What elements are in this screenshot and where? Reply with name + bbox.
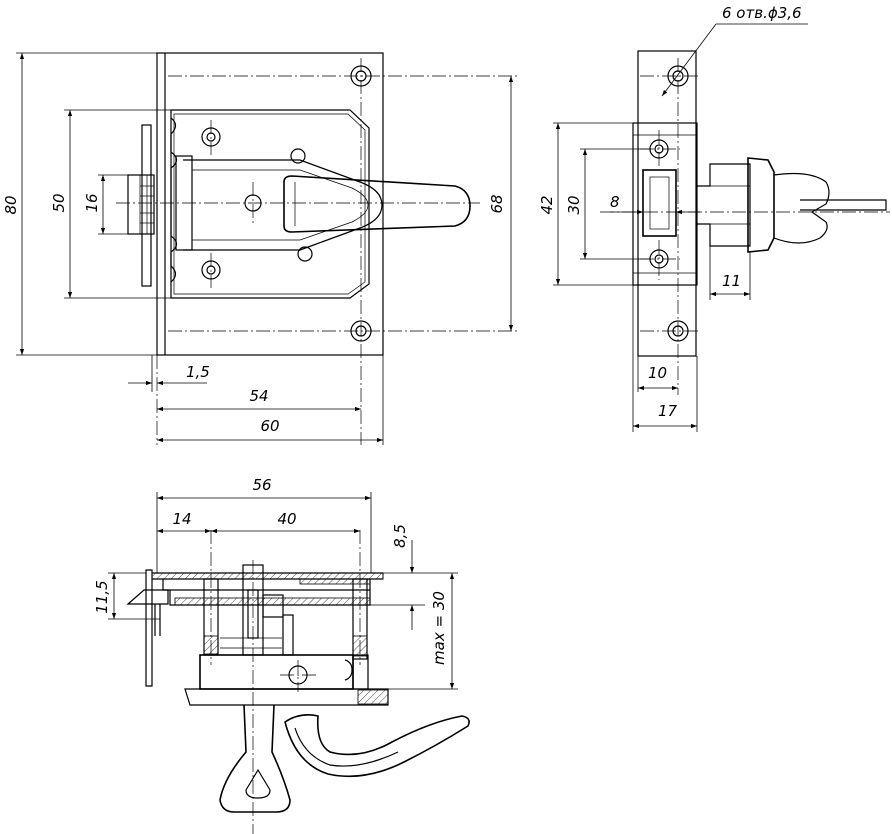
front-view: 80 50 16 68 1,5 54 60 (2, 52, 520, 445)
dim-side-holes-note: 6 отв.ϕ3,6 (722, 4, 802, 22)
dim-plan-mid: 40 (277, 510, 296, 528)
plan-view: 56 14 40 11,5 8,5 max = 30 (93, 476, 470, 834)
front-screw-holes (201, 65, 372, 342)
dim-side-height: 42 (538, 195, 556, 214)
dim-front-plate-thickness: 1,5 (186, 363, 210, 381)
dim-side-hole-pos: 10 (648, 364, 667, 382)
dim-side-width: 17 (658, 402, 678, 420)
side-slot (642, 169, 677, 237)
side-plate (632, 122, 698, 286)
side-view: 6 отв.ϕ3,6 42 30 8 11 10 17 (538, 4, 890, 432)
plan-curved-handle (284, 714, 470, 778)
dim-plan-left: 14 (172, 510, 191, 528)
dim-front-holes-width: 54 (249, 387, 268, 405)
front-lever (283, 175, 471, 233)
dim-front-height: 80 (2, 195, 20, 214)
front-inner-plate (170, 109, 370, 299)
side-strip (637, 50, 697, 357)
dim-side-slot: 8 (610, 193, 620, 211)
dim-front-holes-span: 68 (488, 194, 506, 213)
plan-key (219, 704, 291, 813)
dim-front-hub: 16 (83, 193, 101, 212)
dim-front-inner-height: 50 (50, 193, 68, 212)
dim-side-inner: 30 (565, 195, 583, 214)
dim-side-offset: 11 (722, 272, 741, 290)
dim-plan-max: max = 30 (430, 591, 448, 665)
dim-plan-width: 56 (252, 476, 271, 494)
dim-plan-thickness: 11,5 (93, 580, 111, 613)
dim-plan-depth: 8,5 (391, 524, 409, 548)
dim-front-width: 60 (260, 417, 279, 435)
plan-base-block (199, 654, 354, 690)
front-base-plate (156, 52, 384, 356)
